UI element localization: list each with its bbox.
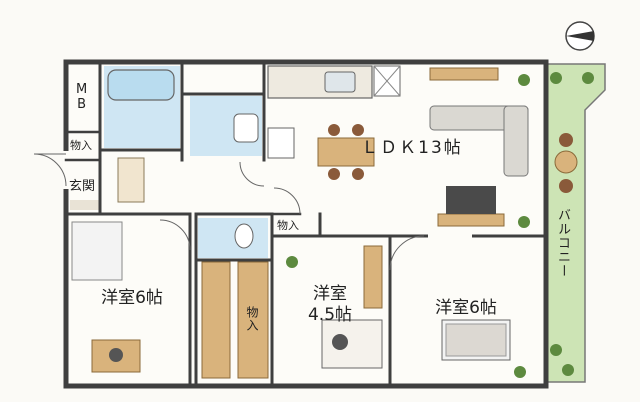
genkan-label: 玄関	[69, 179, 96, 194]
entry-step	[70, 200, 100, 210]
middle-room-label-line2: 4.5帖	[307, 305, 353, 325]
left-bed	[71, 221, 123, 281]
tv-board	[437, 213, 505, 227]
closet-left	[201, 261, 231, 379]
ldk-label: ＬＤＫ13帖	[361, 138, 463, 158]
toilet-floor	[198, 218, 268, 258]
desk-chair	[332, 334, 348, 350]
sideboard	[429, 67, 499, 81]
balcony-table	[554, 150, 578, 174]
left-room-label: 洋室6帖	[101, 288, 163, 308]
compass-icon	[565, 21, 595, 51]
closet-label: 物入	[245, 306, 259, 332]
desk	[321, 319, 383, 369]
center-storage-label: 物入	[277, 219, 299, 232]
mb-label-line1: M	[76, 82, 88, 97]
toilet	[234, 223, 254, 249]
kitchen-counter	[267, 65, 373, 99]
mb-label: M B	[76, 82, 87, 112]
bookshelf	[363, 245, 383, 309]
balcony-area	[544, 63, 606, 383]
door-swings	[33, 153, 425, 271]
sink	[324, 71, 356, 93]
tv	[446, 186, 496, 214]
entry-storage-label: 物入	[70, 139, 92, 152]
dining-table	[317, 137, 375, 167]
right-room-label: 洋室6帖	[435, 298, 497, 318]
bathtub	[107, 69, 175, 101]
mb-label-line2: B	[77, 97, 87, 112]
kitchen-shelf	[267, 127, 295, 159]
middle-room-label-line1: 洋室	[313, 284, 347, 304]
plant-icons	[286, 72, 594, 378]
genkan-mat	[117, 157, 145, 203]
balcony-label: バルコニー	[555, 208, 570, 278]
closet-right	[237, 261, 269, 379]
sofa-chaise	[503, 105, 529, 177]
washbasin	[233, 113, 259, 143]
walls	[63, 59, 549, 389]
